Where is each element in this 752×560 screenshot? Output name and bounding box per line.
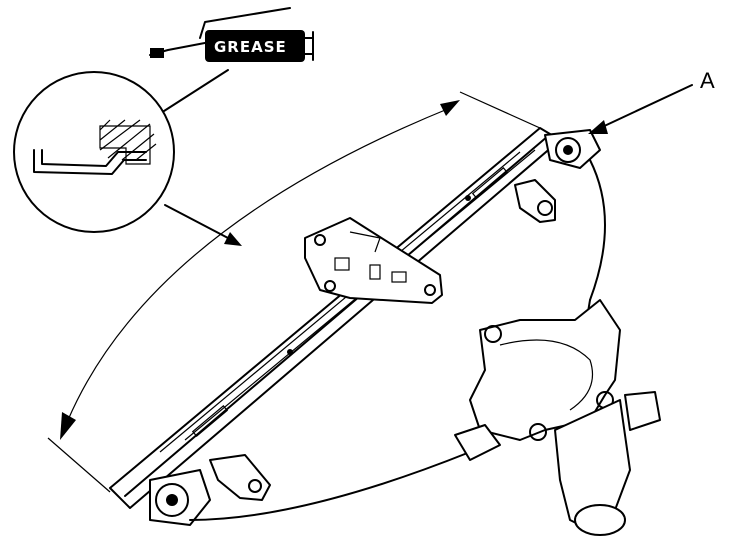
length-dimension bbox=[47, 91, 541, 493]
upper-bracket bbox=[514, 179, 556, 223]
regulator-rail bbox=[109, 127, 561, 509]
upper-pulley bbox=[544, 129, 601, 169]
detail-to-rail-arrow bbox=[164, 204, 242, 246]
lower-bracket bbox=[209, 454, 271, 501]
callout-a-label: A bbox=[700, 68, 715, 93]
detail-circle bbox=[13, 71, 175, 233]
grease-tube-icon: GREASE bbox=[149, 7, 314, 62]
grease-label: GREASE bbox=[214, 38, 287, 56]
lower-pulley bbox=[149, 469, 211, 526]
glass-carrier-bracket bbox=[304, 217, 443, 304]
callout-a: A bbox=[588, 68, 715, 134]
motor-assembly bbox=[454, 299, 661, 536]
